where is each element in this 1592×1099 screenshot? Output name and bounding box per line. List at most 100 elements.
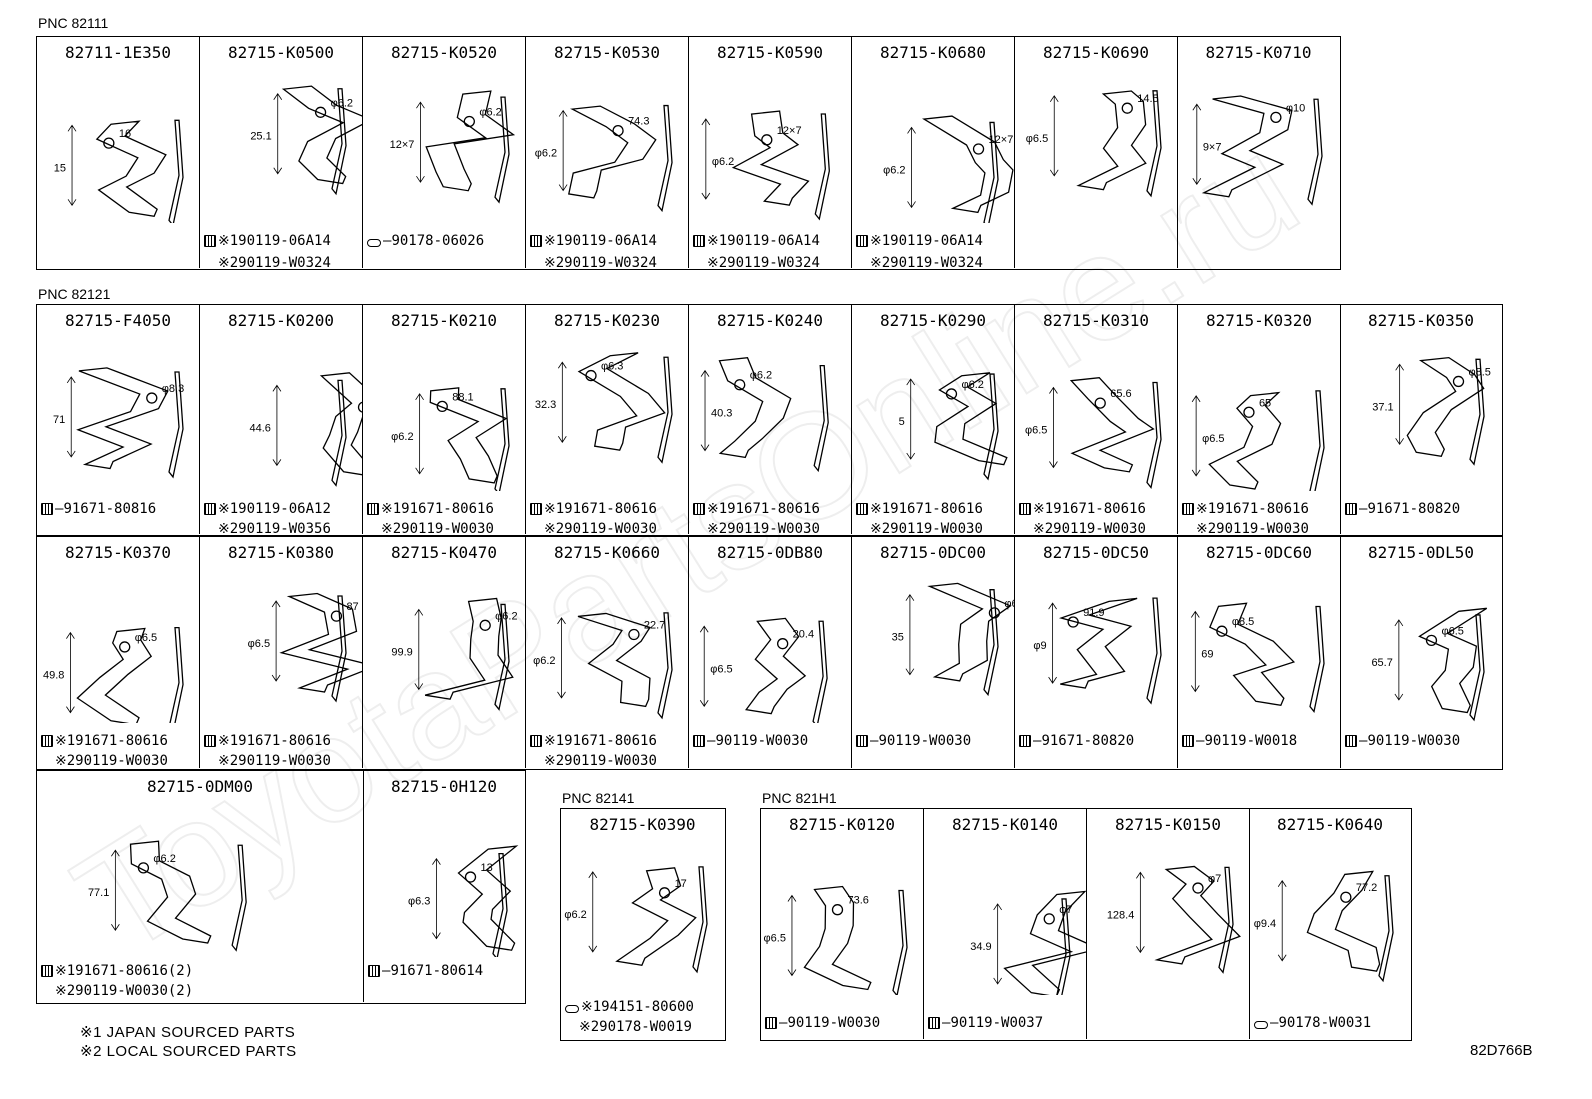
fastener-part[interactable]: ※190119-06A14 <box>693 233 820 249</box>
part-cell[interactable]: 82715-K0200φ6.244.6※190119-06A12※290119-… <box>200 305 363 534</box>
part-number[interactable]: 82715-K0200 <box>228 311 334 330</box>
part-number[interactable]: 82715-K0240 <box>717 311 823 330</box>
fastener-part[interactable]: —90178-06026 <box>367 233 484 249</box>
part-number[interactable]: 82711-1E350 <box>65 43 171 62</box>
part-number[interactable]: 82715-K0310 <box>1043 311 1149 330</box>
fastener-part[interactable]: ※290119-W0030 <box>1033 521 1146 534</box>
fastener-part[interactable]: ※290119-W0324 <box>218 255 331 268</box>
fastener-part[interactable]: ※194151-80600 <box>565 999 694 1015</box>
fastener-part[interactable]: ※191671-80616 <box>367 501 494 517</box>
part-number[interactable]: 82715-0DC00 <box>880 543 986 562</box>
part-number[interactable]: 82715-K0500 <box>228 43 334 62</box>
fastener-part[interactable]: ※191671-80616 <box>693 501 820 517</box>
part-number[interactable]: 82715-K0370 <box>65 543 171 562</box>
fastener-part[interactable]: ※191671-80616(2) <box>41 963 193 979</box>
fastener-part[interactable]: ※191671-80616 <box>41 733 168 749</box>
part-number[interactable]: 82715-K0690 <box>1043 43 1149 62</box>
fastener-part[interactable]: —90119-W0030 <box>693 733 808 749</box>
fastener-part[interactable]: ※290178-W0019 <box>579 1019 692 1035</box>
fastener-part[interactable]: ※190119-06A14 <box>856 233 983 249</box>
fastener-part[interactable]: —90178-W0031 <box>1254 1015 1371 1031</box>
fastener-part[interactable]: ※290119-W0030 <box>707 521 820 534</box>
fastener-part[interactable]: ※290119-W0356 <box>218 521 331 534</box>
fastener-part[interactable]: —90119-W0037 <box>928 1015 1043 1031</box>
fastener-part[interactable]: ※290119-W0030(2) <box>55 983 193 999</box>
fastener-part[interactable]: ※290119-W0030 <box>218 753 331 768</box>
part-number[interactable]: 82715-0H120 <box>391 777 497 796</box>
fastener-part[interactable]: ※191671-80616 <box>530 501 657 517</box>
part-number[interactable]: 82715-0DL50 <box>1368 543 1474 562</box>
part-cell[interactable]: 82715-0DC00φ6.535—90119-W0030 <box>852 537 1015 768</box>
part-number[interactable]: 82715-K0680 <box>880 43 986 62</box>
part-number[interactable]: 82715-K0390 <box>589 815 696 834</box>
part-number[interactable]: 82715-K0520 <box>391 43 497 62</box>
fastener-part[interactable]: ※190119-06A14 <box>204 233 331 249</box>
part-number[interactable]: 82715-K0320 <box>1206 311 1312 330</box>
fastener-part[interactable]: —91671-80614 <box>368 963 483 979</box>
part-number[interactable]: 82715-K0590 <box>717 43 823 62</box>
fastener-part[interactable]: —90119-W0030 <box>765 1015 880 1031</box>
part-number[interactable]: 82715-K0470 <box>391 543 497 562</box>
fastener-part[interactable]: —90119-W0030 <box>1345 733 1460 749</box>
fastener-part[interactable]: —90119-W0018 <box>1182 733 1297 749</box>
part-number[interactable]: 82715-F4050 <box>65 311 171 330</box>
fastener-part[interactable]: ※290119-W0324 <box>870 255 983 268</box>
part-number[interactable]: 82715-K0380 <box>228 543 334 562</box>
fastener-part[interactable]: ※191671-80616 <box>1182 501 1309 517</box>
part-number[interactable]: 82715-0DC50 <box>1043 543 1149 562</box>
fastener-part[interactable]: ※191671-80616 <box>1019 501 1146 517</box>
fastener-part[interactable]: ※190119-06A12 <box>204 501 331 517</box>
fastener-part[interactable]: —91671-80820 <box>1019 733 1134 749</box>
fastener-part[interactable]: —90119-W0030 <box>856 733 971 749</box>
part-number[interactable]: 82715-K0140 <box>952 815 1058 834</box>
part-number[interactable]: 82715-K0230 <box>554 311 660 330</box>
fastener-part[interactable]: ※290119-W0030 <box>544 753 657 768</box>
part-number[interactable]: 82715-0DM00 <box>147 777 253 796</box>
fastener-part[interactable]: ※190119-06A14 <box>530 233 657 249</box>
part-number[interactable]: 82715-0DB80 <box>717 543 823 562</box>
part-number[interactable]: 82715-K0660 <box>554 543 660 562</box>
part-number[interactable]: 82715-K0290 <box>880 311 986 330</box>
fastener-part[interactable]: ※290119-W0030 <box>544 521 657 534</box>
part-number[interactable]: 82715-K0150 <box>1115 815 1221 834</box>
part-number[interactable]: 82715-K0710 <box>1205 43 1312 62</box>
fastener-part[interactable]: ※290119-W0324 <box>544 255 657 268</box>
part-number[interactable]: 82715-K0210 <box>391 311 497 330</box>
part-number[interactable]: 82715-K0530 <box>554 43 660 62</box>
part-number[interactable]: 82715-K0350 <box>1368 311 1474 330</box>
fastener-part[interactable]: ※290119-W0030 <box>1196 521 1309 534</box>
fastener-part[interactable]: —91671-80816 <box>41 501 156 517</box>
fastener-part[interactable]: ※290119-W0030 <box>381 521 494 534</box>
fastener-part[interactable]: ※191671-80616 <box>204 733 331 749</box>
fastener-part[interactable]: ※290119-W0030 <box>870 521 983 534</box>
fastener-part[interactable]: —91671-80820 <box>1345 501 1460 517</box>
